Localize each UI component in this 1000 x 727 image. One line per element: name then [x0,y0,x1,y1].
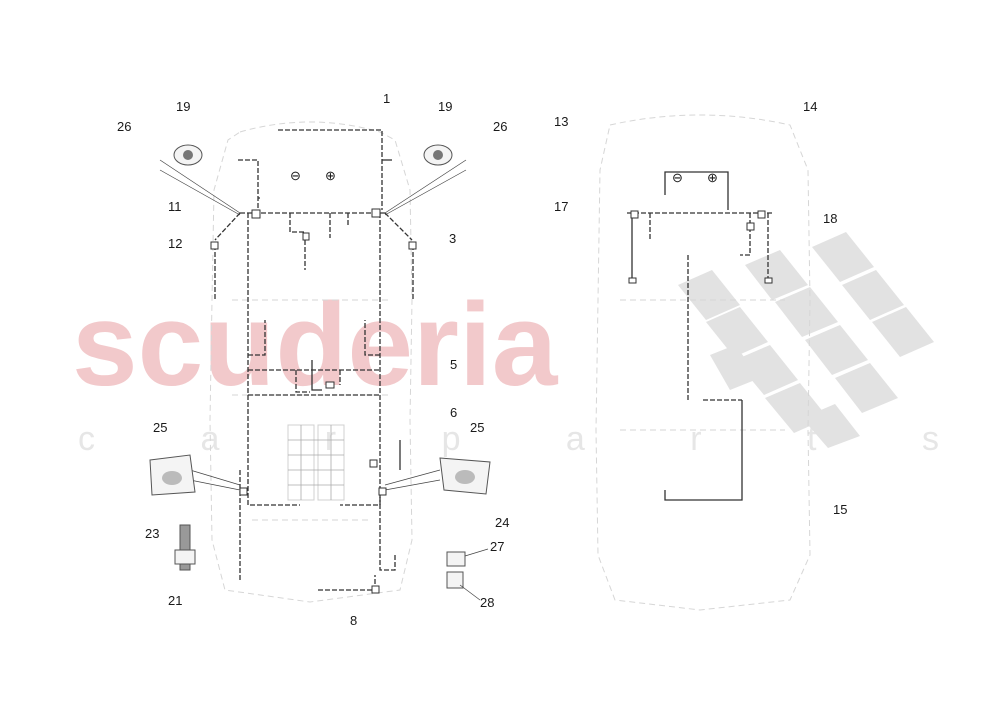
connector [302,232,310,241]
battery-minus-icon: ⊖ [290,168,301,183]
part-28 [446,571,481,601]
right-harness: ⊖ ⊕ [627,170,773,501]
callout-1: 1 [383,91,390,106]
fuse-box-left [287,424,345,501]
callout-17: 17 [554,199,568,214]
callout-18: 18 [823,211,837,226]
callout-3: 3 [449,231,456,246]
left-harness [159,129,467,591]
callout-28: 28 [480,595,494,610]
callout-14: 14 [803,99,817,114]
callout-23: 23 [145,526,159,541]
part-21-23 [174,524,196,571]
connector [251,209,261,219]
connector [408,241,417,250]
right-vehicle-outline [595,114,811,611]
callouts: 1 3 5 6 8 11 12 13 14 15 17 18 19 19 21 … [117,91,847,628]
checkered-flag-logo [678,232,934,448]
callout-21: 21 [168,593,182,608]
connector [371,585,380,594]
connector [239,487,248,496]
callout-5: 5 [450,357,457,372]
callout-25-right: 25 [470,420,484,435]
callout-13: 13 [554,114,568,129]
callout-6: 6 [450,405,457,420]
connectors-left [210,208,417,594]
callout-26-right: 26 [493,119,507,134]
watermark-brand: scuderia [72,279,559,411]
callout-19-left: 19 [176,99,190,114]
battery-minus-icon-right: ⊖ [672,170,683,185]
callout-25-left: 25 [153,420,167,435]
callout-11: 11 [168,199,182,214]
connector [325,381,335,389]
watermark: scuderia c a r p a r t s [72,232,939,458]
headlamp-left [173,144,203,166]
battery-left: ⊖ ⊕ [290,168,336,183]
callout-19-right: 19 [438,99,452,114]
callout-27: 27 [490,539,504,554]
callout-26-left: 26 [117,119,131,134]
battery-plus-icon-right: ⊕ [707,170,718,185]
callout-15: 15 [833,502,847,517]
rear-lamp-right [439,457,491,495]
callout-8: 8 [350,613,357,628]
rear-lamp-left [149,454,196,496]
connector [369,459,378,468]
connector [378,487,387,496]
part-27 [446,548,489,567]
headlamp-right [423,144,453,166]
callout-12: 12 [168,236,182,251]
connector [210,241,219,250]
connector [371,208,381,218]
battery-plus-icon: ⊕ [325,168,336,183]
callout-24: 24 [495,515,509,530]
